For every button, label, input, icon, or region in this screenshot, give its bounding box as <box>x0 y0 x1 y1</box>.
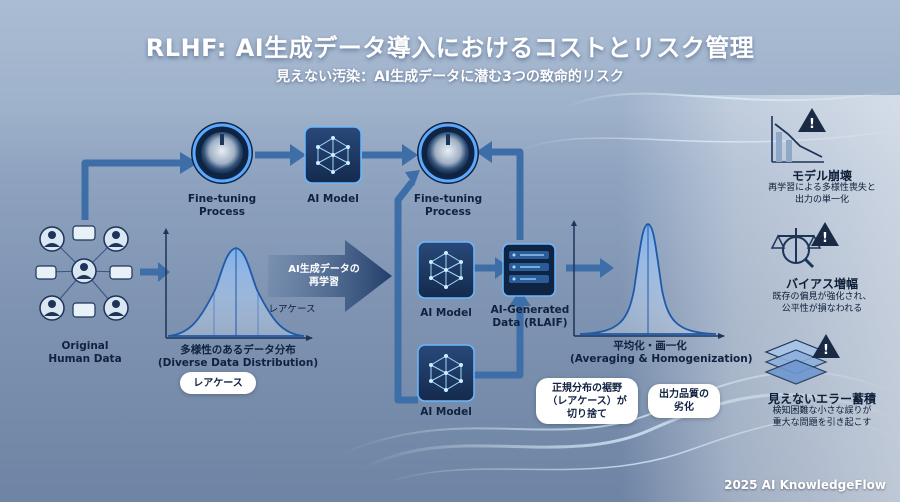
person-icon <box>103 295 129 321</box>
risk-desc-hidden-errors: 検知困難な小さな誤りが 重大な問題を引き起こす <box>752 406 892 429</box>
ai-model-label-top: AI Model <box>307 193 359 205</box>
page-subtitle: 見えない汚染：AI生成データに潜む3つの致命的リスク <box>276 69 624 85</box>
desc-line: 再学習による多様性喪失と <box>768 183 876 193</box>
risk-title-model-collapse: モデル崩壊 <box>791 169 852 183</box>
page-title: RLHF: AI生成データ導入におけるコストとリスク管理 <box>145 34 755 62</box>
fine-tuning-knob-icon <box>191 122 253 184</box>
risk-title-hidden-errors: 見えないエラー蓄積 <box>767 392 876 406</box>
label-line: (Averaging & Homogenization) <box>570 353 753 366</box>
label-line: Process <box>425 206 471 219</box>
rare-case-annotation: レアケース <box>268 304 316 315</box>
label-line: Data (RLAIF) <box>492 317 568 330</box>
ai-model-label-middle: AI Model <box>420 307 472 319</box>
label-line: Process <box>199 206 245 219</box>
ai-generated-data-server-icon <box>502 243 556 297</box>
person-icon <box>71 258 97 284</box>
bubble-line: 切り捨て <box>567 408 607 420</box>
retrain-big-arrow <box>268 240 392 312</box>
stacked-layers-warning-icon: ! <box>764 334 840 385</box>
risk-title-bias: バイアス増幅 <box>785 277 858 291</box>
diverse-distribution-label: 多様性のあるデータ分布 (Diverse Data Distribution) <box>150 344 326 370</box>
ai-model-label-bottom: AI Model <box>420 406 472 418</box>
chat-bubble-icons <box>35 225 133 318</box>
label-line: Fine-tuning <box>413 193 483 205</box>
diverse-distribution-chart <box>163 228 313 341</box>
svg-text:!: ! <box>823 343 829 358</box>
fine-tuning-knob-icon-right <box>417 122 479 184</box>
bubble-line: （レアケース）が <box>547 395 627 407</box>
ai-generated-data-label: AI-Generated Data (RLAIF) <box>484 304 576 330</box>
homogenized-distribution-chart <box>571 220 725 339</box>
desc-line: 公平性が損なわれる <box>781 303 863 314</box>
original-human-data-label: Original Human Data <box>40 340 130 366</box>
person-avatars <box>39 226 129 321</box>
desc-line: 既存の偏見が強化され、 <box>772 292 872 302</box>
desc-line: 重大な問題を引き起こす <box>772 417 872 428</box>
svg-text:!: ! <box>809 117 815 132</box>
label-line: 再学習 <box>309 277 339 288</box>
declining-chart-warning-icon: ! <box>771 108 826 163</box>
glow-swirls <box>339 89 900 486</box>
bubble-line: 劣化 <box>674 402 694 413</box>
ai-model-chip-icon-middle <box>417 241 475 299</box>
scale-warning-icon: ! <box>770 222 839 269</box>
homogenization-label: 平均化・画一化 (Averaging & Homogenization) <box>570 340 753 366</box>
bubble-line: 正規分布の裾野 <box>552 382 622 394</box>
label-line: (Diverse Data Distribution) <box>157 357 319 370</box>
retrain-arrow-label: AI生成データの 再学習 <box>276 263 372 289</box>
label-line: Original <box>61 340 109 352</box>
person-icon <box>39 295 65 321</box>
rare-case-pill: レアケース <box>180 372 256 394</box>
risk-panel-bg <box>620 95 900 502</box>
desc-line: 出力の単一化 <box>794 194 849 205</box>
label-line: Human Data <box>48 353 122 366</box>
risk-desc-model-collapse: 再学習による多様性喪失と 出力の単一化 <box>752 183 892 206</box>
label-line: AI生成データの <box>288 264 360 275</box>
arrowheads <box>158 141 614 306</box>
person-icon <box>39 226 65 252</box>
tail-cut-bubble: 正規分布の裾野 （レアケース）が 切り捨て <box>536 378 638 424</box>
fine-tuning-process-label-right: Fine-tuning Process <box>402 193 494 219</box>
label-line: 平均化・画一化 <box>613 340 687 352</box>
quality-degradation-bubble: 出力品質の 劣化 <box>648 384 720 418</box>
person-icon <box>103 226 129 252</box>
label-line: Fine-tuning <box>187 193 257 205</box>
risk-desc-bias: 既存の偏見が強化され、 公平性が損なわれる <box>752 292 892 315</box>
ai-model-chip-icon-top <box>304 126 362 184</box>
fine-tuning-process-label: Fine-tuning Process <box>176 193 268 219</box>
desc-line: 検知困難な小さな誤りが <box>772 406 872 416</box>
ai-model-chip-icon-bottom <box>417 344 475 402</box>
bubble-line: 出力品質の <box>659 389 709 400</box>
header-band <box>0 0 900 112</box>
flow-arrows <box>81 148 600 404</box>
svg-text:!: ! <box>822 231 828 246</box>
label-line: 多様性のあるデータ分布 <box>180 344 296 356</box>
label-line: AI-Generated <box>490 304 570 316</box>
footer-credit: 2025 AI KnowledgeFlow <box>724 478 886 492</box>
arrow-source-to-finetune <box>81 159 180 220</box>
